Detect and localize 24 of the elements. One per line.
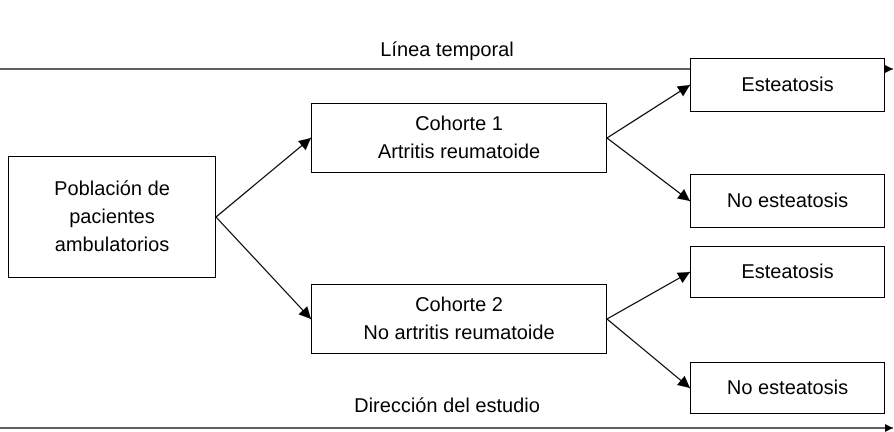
box-text: No artritis reumatoide bbox=[363, 321, 555, 346]
process-box bbox=[8, 156, 216, 278]
box-text: Esteatosis bbox=[741, 260, 834, 285]
arrow bbox=[606, 84, 690, 138]
process-box bbox=[690, 362, 885, 414]
arrow bbox=[606, 318, 690, 388]
process-box bbox=[690, 174, 885, 228]
process-box bbox=[690, 246, 885, 298]
box-text: Cohorte 2 bbox=[415, 293, 503, 318]
arrow bbox=[606, 138, 690, 202]
box-text: Cohorte 1 bbox=[415, 112, 503, 137]
box-text: No esteatosis bbox=[726, 189, 848, 214]
arrow bbox=[216, 216, 312, 320]
process-box bbox=[311, 103, 607, 173]
box-text: No esteatosis bbox=[726, 376, 848, 401]
box-text: Artritis reumatoide bbox=[378, 140, 540, 165]
box-text: Población de pacientes ambulatorios bbox=[53, 177, 171, 258]
box-text: Esteatosis bbox=[741, 73, 834, 98]
process-box bbox=[690, 58, 885, 112]
axis-label: Línea temporal bbox=[380, 38, 514, 62]
arrow bbox=[216, 138, 312, 218]
arrow bbox=[606, 271, 690, 320]
axis-label: Dirección del estudio bbox=[354, 394, 540, 418]
process-box bbox=[311, 284, 607, 354]
